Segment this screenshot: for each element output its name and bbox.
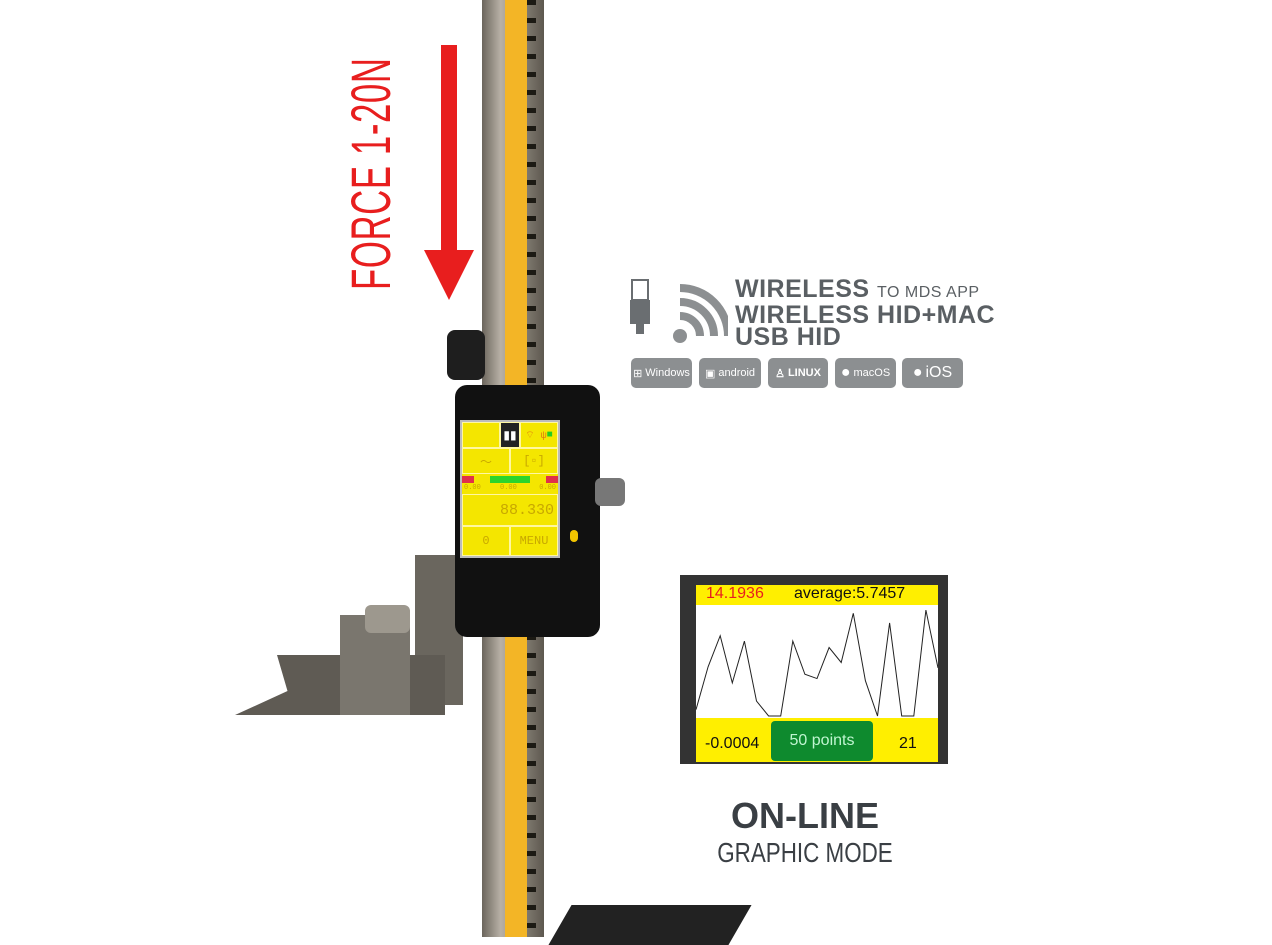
points-button[interactable]: 50 points — [771, 721, 873, 761]
wireless-hid-text: WIRELESS HID+MAC — [735, 301, 996, 329]
graph-canvas — [695, 609, 939, 717]
linux-badge: ♙LINUX — [768, 358, 828, 388]
penguin-icon: ♙ — [775, 367, 785, 380]
usb-wireless-icon — [630, 279, 728, 343]
status-cell — [462, 422, 500, 448]
measurement-reading: 88.330 — [462, 494, 558, 526]
measuring-scale-lower — [505, 635, 527, 937]
graph-line — [695, 609, 939, 717]
os-label: android — [718, 367, 756, 379]
measuring-scale-upper — [505, 0, 527, 395]
windows-badge: ⊞Windows — [631, 358, 692, 388]
graphic-mode-caption: ON-LINE GRAPHIC MODE — [680, 795, 930, 869]
battery-icon: ▮▮ — [500, 422, 520, 448]
min-value: -0.0004 — [705, 735, 760, 752]
menu-button[interactable]: MENU — [510, 526, 558, 556]
zero-button[interactable]: 0 — [462, 526, 510, 556]
macos-badge: ●macOS — [835, 358, 896, 388]
upper-limit-indicator — [546, 476, 558, 483]
os-label: LINUX — [787, 367, 821, 379]
wireless-mds-line: WIRELESS TO MDS APP — [735, 275, 995, 304]
graphic-mode-screen: 14.1936 average:5.7457 -0.0004 50 points… — [680, 575, 948, 764]
scale-ticks — [527, 0, 536, 395]
current-value: 14.1936 — [706, 585, 764, 602]
os-label: Windows — [645, 367, 690, 379]
force-arrow-head — [424, 250, 474, 300]
tolerance-bar: 0.00 0.00 0.00 — [462, 475, 558, 494]
lower-limit-indicator — [462, 476, 474, 483]
apple-icon: ● — [912, 364, 923, 381]
ios-badge: ●iOS — [902, 358, 963, 388]
status-led — [570, 530, 578, 542]
graph-mode-icon[interactable]: 〜 — [462, 448, 510, 474]
point-count: 21 — [899, 735, 917, 752]
to-mds-app-text: TO MDS APP — [877, 284, 980, 301]
os-label: macOS — [853, 367, 891, 379]
android-icon: ▣ — [704, 367, 716, 380]
caption-title: ON-LINE — [731, 795, 879, 836]
limit-low: 0.00 — [464, 484, 481, 492]
connectivity-text: WIRELESS TO MDS APP WIRELESS HID+MAC USB… — [735, 275, 996, 351]
average-value: average:5.7457 — [794, 585, 906, 602]
os-label: iOS — [925, 364, 953, 381]
force-label: FORCE 1-20N — [339, 57, 402, 291]
windows-icon: ⊞ — [633, 367, 643, 380]
android-badge: ▣android — [699, 358, 761, 388]
force-arrow — [441, 45, 457, 255]
limit-mid: 0.00 — [500, 484, 517, 492]
fine-adjust-knob — [447, 330, 485, 380]
lock-knob — [595, 478, 625, 506]
wireless-usb-icon: ⌔ ψ ■ — [520, 422, 558, 448]
wireless-text: WIRELESS — [735, 275, 870, 303]
graph-footer: -0.0004 50 points 21 — [696, 718, 938, 762]
caption-subtitle: GRAPHIC MODE — [717, 837, 893, 868]
apple-icon: ● — [840, 364, 851, 381]
device-screen: ▮▮ ⌔ ψ ■ 〜 [▫] 0.00 0.00 0.00 88.330 0 M… — [460, 420, 560, 558]
usb-hid-text: USB HID — [735, 323, 842, 351]
clamp-screw — [365, 605, 410, 633]
limit-high: 0.00 — [539, 484, 556, 492]
gauge-base — [548, 905, 752, 945]
in-tolerance-indicator — [490, 476, 530, 483]
scale-ticks — [527, 635, 536, 937]
graph-header: 14.1936 average:5.7457 — [696, 585, 938, 605]
memory-icon[interactable]: [▫] — [510, 448, 558, 474]
graph-plot — [695, 605, 939, 718]
